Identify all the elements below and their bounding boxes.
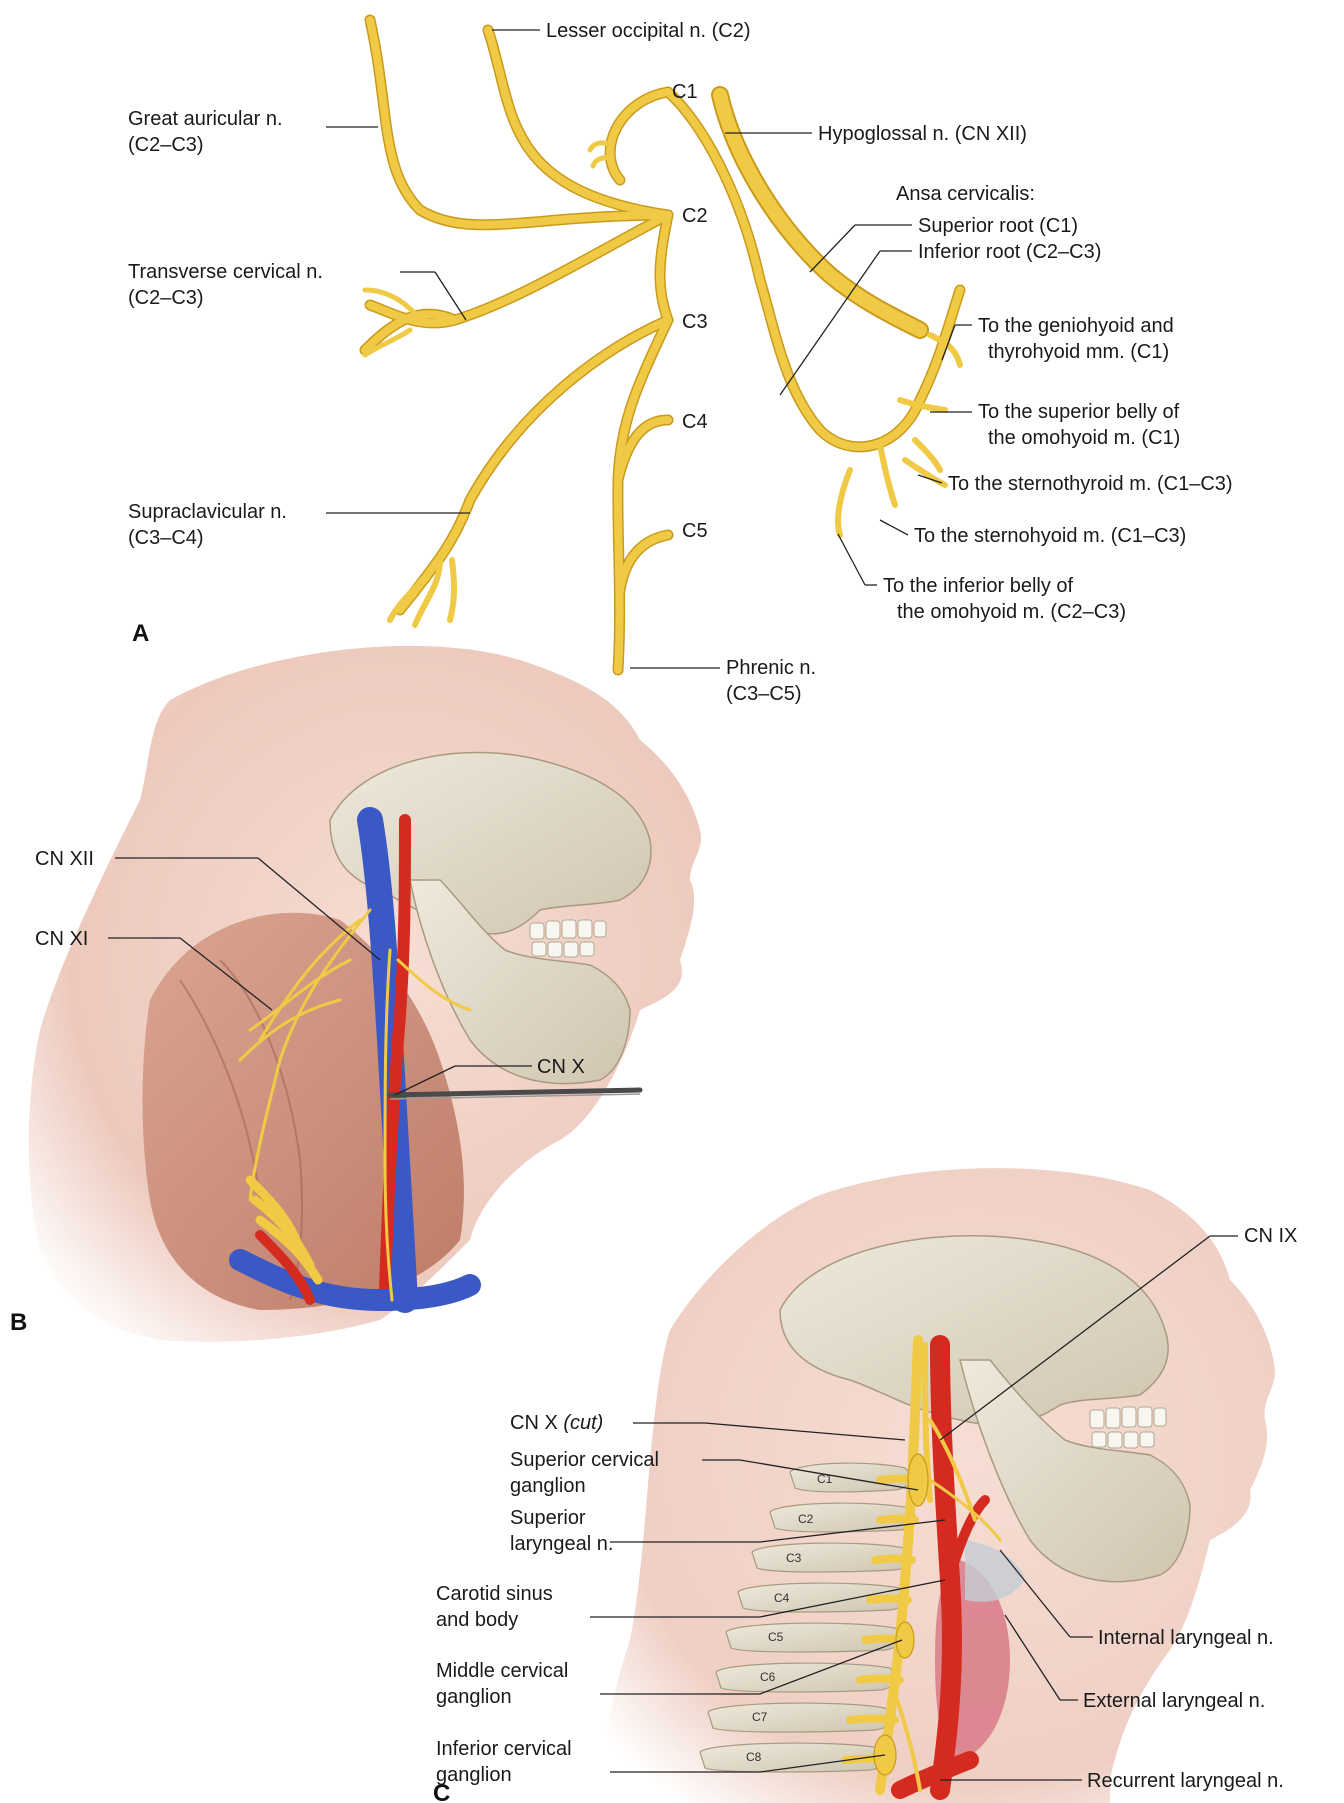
vertebra-label: C2 (798, 1512, 814, 1526)
label-inf-cervical-1: Inferior cervical (436, 1738, 572, 1760)
label-sternothyroid: To the sternothyroid m. (C1–C3) (948, 473, 1233, 495)
label-internal-laryngeal: Internal laryngeal n. (1098, 1627, 1274, 1649)
panel-c: C1 C2 C3 C4 C5 C6 C7 C8 (433, 1168, 1297, 1803)
vertebra-label: C6 (760, 1670, 776, 1684)
label-carotid-1: Carotid sinus (436, 1583, 553, 1605)
label-mid-cervical-2: ganglion (436, 1686, 512, 1708)
label-phrenic-2: (C3–C5) (726, 683, 802, 705)
label-lesser-occipital: Lesser occipital n. (C2) (546, 20, 751, 42)
label-sup-laryngeal-1: Superior (510, 1507, 586, 1529)
label-cn-ix: CN IX (1244, 1225, 1297, 1247)
panel-letter-b: B (10, 1309, 27, 1336)
label-cn-xi: CN XI (35, 928, 88, 950)
label-external-laryngeal: External laryngeal n. (1083, 1690, 1265, 1712)
panel-a: C1 C2 C3 C4 C5 Lesser occipital (128, 20, 1233, 705)
label-ansa-cervicalis: Ansa cervicalis: (896, 183, 1035, 205)
label-geniohyoid-2: thyrohyoid mm. (C1) (988, 341, 1169, 363)
label-sup-omohyoid-1: To the superior belly of (978, 401, 1180, 423)
label-sup-laryngeal-2: laryngeal n. (510, 1533, 613, 1555)
label-inferior-root: Inferior root (C2–C3) (918, 241, 1101, 263)
panel-letter-a: A (132, 620, 149, 647)
label-inf-omohyoid-1: To the inferior belly of (883, 575, 1074, 597)
label-inf-omohyoid-2: the omohyoid m. (C2–C3) (897, 601, 1126, 623)
label-great-auricular-2: (C2–C3) (128, 134, 204, 156)
label-hypoglossal: Hypoglossal n. (CN XII) (818, 123, 1027, 145)
label-transverse-cervical-1: Transverse cervical n. (128, 261, 323, 283)
label-geniohyoid-1: To the geniohyoid and (978, 315, 1174, 337)
vertebra-label: C4 (774, 1591, 790, 1605)
label-recurrent-laryngeal: Recurrent laryngeal n. (1087, 1770, 1284, 1792)
root-c2: C2 (682, 205, 708, 227)
panel-letter-c: C (433, 1780, 450, 1803)
label-sup-omohyoid-2: the omohyoid m. (C1) (988, 427, 1180, 449)
label-supraclavicular-1: Supraclavicular n. (128, 501, 287, 523)
label-sup-cervical-1: Superior cervical (510, 1449, 659, 1471)
label-great-auricular-1: Great auricular n. (128, 108, 283, 130)
label-phrenic-1: Phrenic n. (726, 657, 816, 679)
root-c5: C5 (682, 520, 708, 542)
label-cn-x-b: CN X (537, 1056, 585, 1078)
vertebra-label: C3 (786, 1551, 802, 1565)
cervical-plexus-nerves (365, 20, 960, 670)
label-superior-root: Superior root (C1) (918, 215, 1078, 237)
label-sternohyoid: To the sternohyoid m. (C1–C3) (914, 525, 1186, 547)
root-c3: C3 (682, 311, 708, 333)
label-cn-x-cut: CN X (cut) (510, 1412, 603, 1434)
root-c1: C1 (672, 81, 698, 103)
head-illustration-b (29, 646, 701, 1342)
vertebra-label: C5 (768, 1630, 784, 1644)
panel-b: CN XII CN XI CN X B (10, 646, 701, 1342)
label-transverse-cervical-2: (C2–C3) (128, 287, 204, 309)
label-sup-cervical-2: ganglion (510, 1475, 586, 1497)
label-cn-xii: CN XII (35, 848, 94, 870)
label-supraclavicular-2: (C3–C4) (128, 527, 204, 549)
vertebra-label: C8 (746, 1750, 762, 1764)
label-carotid-2: and body (436, 1609, 518, 1631)
root-c4: C4 (682, 411, 708, 433)
vertebra-label: C7 (752, 1710, 768, 1724)
label-mid-cervical-1: Middle cervical (436, 1660, 568, 1682)
